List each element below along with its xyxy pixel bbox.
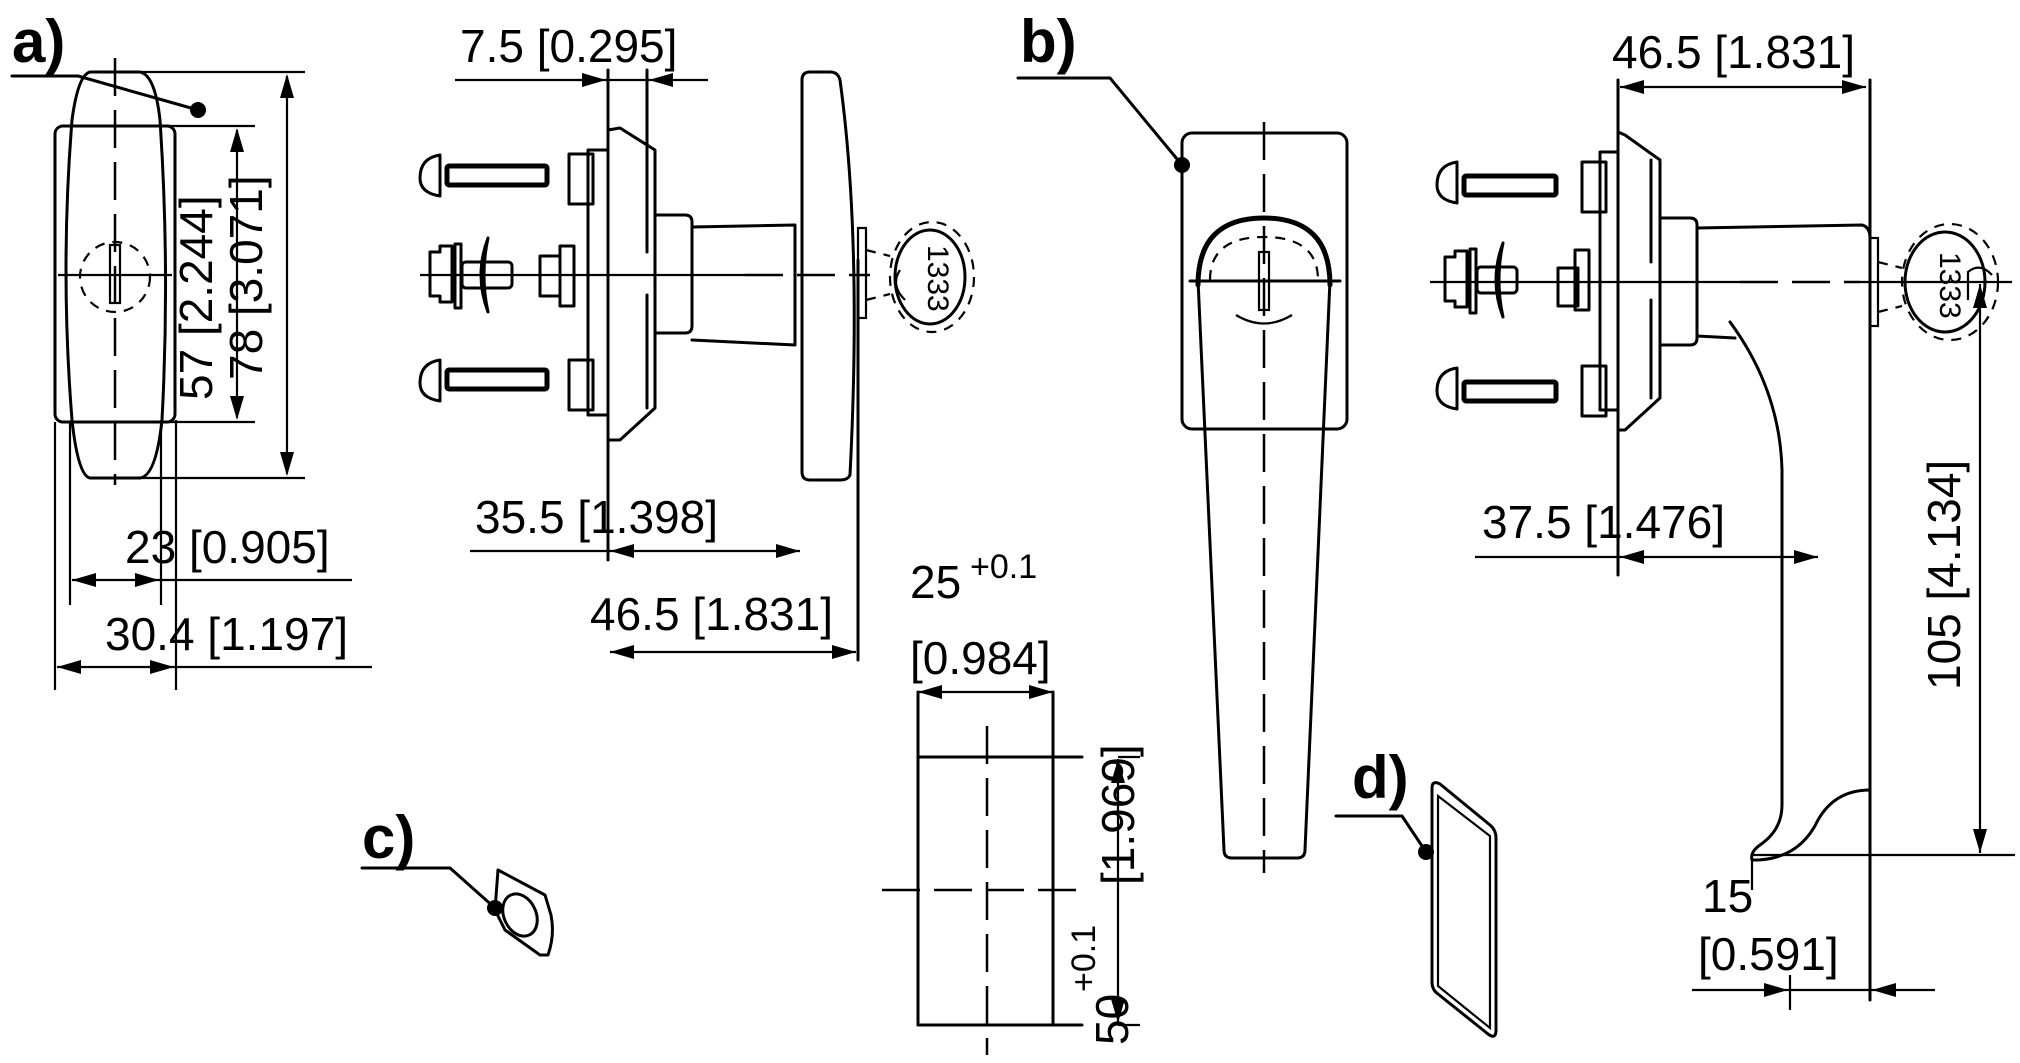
cutout-height-inch: [1.969] xyxy=(1092,744,1144,885)
screw-bottom-b xyxy=(1435,366,1559,411)
dim-text-46-5-a: 46.5 [1.831] xyxy=(590,588,833,640)
label-d: d) xyxy=(1352,744,1409,811)
key-b: 1333 xyxy=(1868,222,2000,342)
arrow xyxy=(1973,284,1987,308)
arrow xyxy=(57,660,81,674)
cutout-width-inch: [0.984] xyxy=(910,632,1051,684)
washer-hole xyxy=(501,892,539,938)
washer-c xyxy=(493,868,554,957)
dim-text-46-5-b: 46.5 [1.831] xyxy=(1612,26,1855,78)
arrow xyxy=(1029,685,1053,699)
arrow xyxy=(280,452,294,476)
leader-d xyxy=(1334,814,1428,854)
gasket-d-outer xyxy=(1430,781,1498,1038)
key-number-b: 1333 xyxy=(1933,252,1966,319)
screw-top-b xyxy=(1435,160,1559,205)
arrow xyxy=(918,685,942,699)
view-a-front: a) 57 [2.244] 78 [3.071] xyxy=(10,8,372,690)
arrow xyxy=(1111,999,1125,1023)
arrow xyxy=(1620,80,1644,94)
arrow xyxy=(230,396,244,420)
arrow xyxy=(1111,759,1125,783)
cutout-height-tolerance: +0.1 xyxy=(1065,925,1103,992)
dim-text-105: 105 [4.134] xyxy=(1918,460,1970,690)
cutout-width-value: 25 xyxy=(910,556,961,608)
view-b-front: b) xyxy=(1016,8,1349,873)
dim-text-78: 78 [3.071] xyxy=(220,175,272,380)
leader-a xyxy=(10,74,200,112)
lever-top-b xyxy=(1695,223,1872,240)
arrow xyxy=(610,544,634,558)
arrow xyxy=(230,128,244,152)
screw-top-a xyxy=(418,153,550,198)
gasket-d-inner xyxy=(1436,793,1492,1031)
arrow xyxy=(649,73,673,87)
nut-washer-b xyxy=(1443,241,1519,319)
arrow xyxy=(1620,550,1644,564)
dim-text-15: 15 xyxy=(1702,870,1753,922)
shaft-a xyxy=(690,223,797,347)
arrow xyxy=(1764,983,1788,997)
leader-b xyxy=(1016,76,1184,167)
dim-text-30-4: 30.4 [1.197] xyxy=(105,608,348,660)
key-a: 1333 xyxy=(856,220,976,334)
arrow xyxy=(1842,80,1866,94)
bolt-head-top-a xyxy=(567,152,595,206)
arrow xyxy=(832,645,856,659)
panel-cutout: 25 +0.1 [0.984] 50 +0.1 [1.969] xyxy=(882,548,1144,1055)
arrow xyxy=(1872,983,1896,997)
arrow xyxy=(582,73,606,87)
arrow xyxy=(610,645,634,659)
lever-body-b xyxy=(1695,320,1872,862)
handle-top-arc xyxy=(1195,215,1333,288)
bolt-head-bottom-a xyxy=(567,358,595,412)
part-c-washer: c) xyxy=(360,804,554,957)
arrow xyxy=(280,74,294,98)
label-b: b) xyxy=(1020,8,1077,75)
cylinder-arc xyxy=(1235,314,1293,325)
label-c: c) xyxy=(362,804,415,871)
arrow xyxy=(150,660,174,674)
bolt-head-bottom-b xyxy=(1580,364,1608,418)
dim-text-7-5: 7.5 [0.295] xyxy=(460,20,677,72)
nut-part xyxy=(1573,248,1591,312)
leader-dot-a xyxy=(190,102,206,118)
arrow xyxy=(1973,829,1987,853)
cutout-width-tolerance: +0.1 xyxy=(970,548,1037,586)
leader-dot-d xyxy=(1418,844,1434,860)
hex-nut-b xyxy=(1556,266,1580,308)
label-a: a) xyxy=(12,8,65,75)
arrow xyxy=(135,573,159,587)
gasket-a xyxy=(586,148,610,417)
part-d-gasket: d) xyxy=(1334,744,1498,1038)
dim-text-23: 23 [0.905] xyxy=(125,521,330,573)
arrow xyxy=(72,573,96,587)
dim-text-35-5: 35.5 [1.398] xyxy=(475,491,718,543)
view-b-side: 1333 46.5 [1.831] 37.5 [1.476] 105 [4.13… xyxy=(1430,26,2015,1010)
dim-text-15-inch: [0.591] xyxy=(1698,928,1839,980)
view-a-side: 1333 7.5 [0.295] 35.5 [1.398] 46.5 [1.83… xyxy=(418,20,976,662)
leader-c xyxy=(360,866,497,910)
arrow xyxy=(776,544,800,558)
dim-text-37-5: 37.5 [1.476] xyxy=(1482,496,1725,548)
key-number-a: 1333 xyxy=(921,245,954,312)
dim-text-57: 57 [2.244] xyxy=(170,195,222,400)
arrow xyxy=(1794,550,1818,564)
bolt-head-top-b xyxy=(1580,160,1608,214)
screw-bottom-a xyxy=(418,358,550,403)
cutout-height-value: 50 xyxy=(1086,994,1138,1045)
grip-a xyxy=(800,70,856,482)
